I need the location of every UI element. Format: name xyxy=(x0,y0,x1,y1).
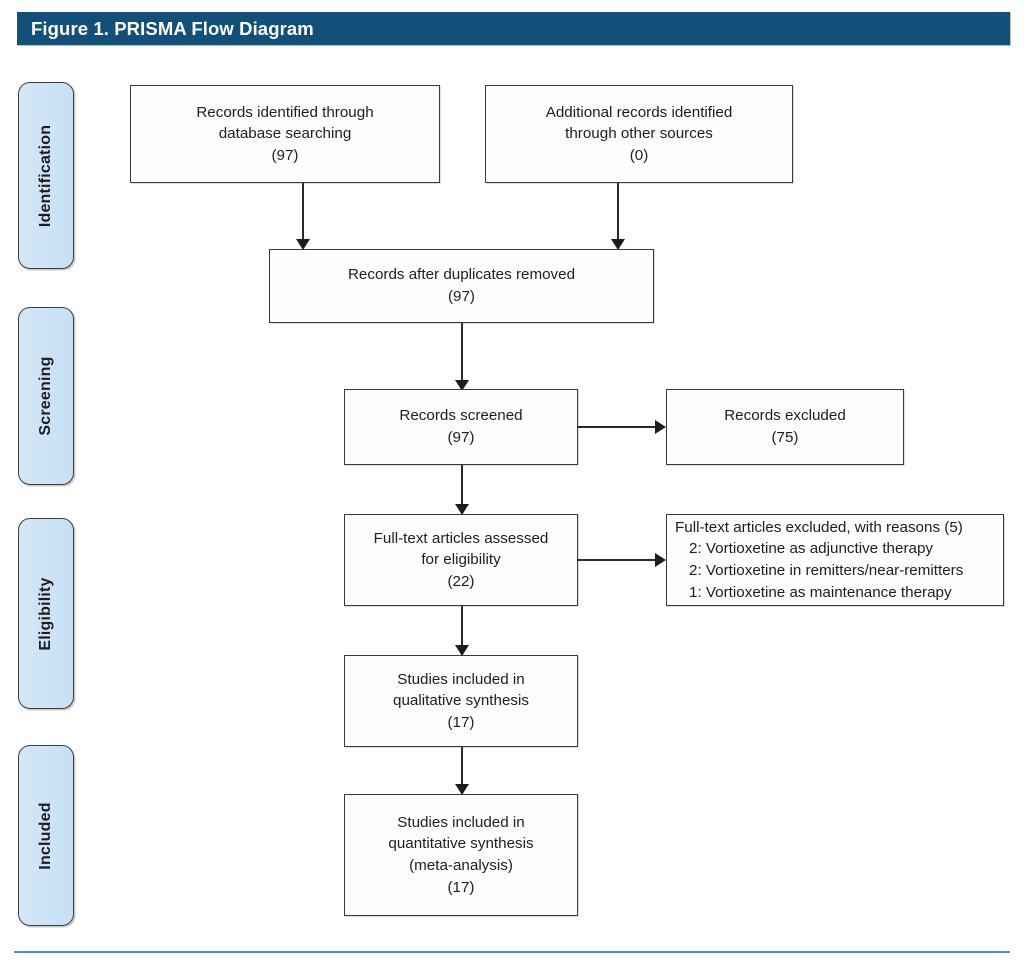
arrowhead-duplicates-to-screened xyxy=(455,380,469,391)
node-records-identified-other: Additional records identified through ot… xyxy=(485,85,793,183)
arrowhead-screened-to-fulltext xyxy=(455,504,469,515)
stage-label-eligibility: Eligibility xyxy=(18,518,74,709)
node-fulltext-assessed-text: Full-text articles assessed for eligibil… xyxy=(373,529,549,590)
arrowhead-qualitative-to-quantitative xyxy=(455,784,469,795)
connector-screened-to-fulltext xyxy=(461,465,463,515)
connector-qualitative-to-quantitative xyxy=(461,747,463,794)
node-quantitative-synthesis: Studies included in quantitative synthes… xyxy=(344,794,578,916)
stage-label-eligibility-text: Eligibility xyxy=(37,576,54,651)
stage-label-identification: Identification xyxy=(18,82,74,269)
stage-label-included-text: Included xyxy=(37,801,54,870)
connector-fulltext-to-excluded xyxy=(578,559,657,561)
page-title: Figure 1. PRISMA Flow Diagram xyxy=(31,17,314,39)
node-records-screened-text: Records screened (97) xyxy=(399,407,523,446)
node-quantitative-synthesis-text: Studies included in quantitative synthes… xyxy=(388,813,534,896)
connector-database-to-duplicates xyxy=(302,183,304,240)
footer-divider xyxy=(14,951,1010,953)
connector-fulltext-to-qualitative xyxy=(461,606,463,656)
node-fulltext-assessed: Full-text articles assessed for eligibil… xyxy=(344,514,578,606)
arrowhead-fulltext-to-qualitative xyxy=(455,645,469,656)
stage-label-identification-text: Identification xyxy=(37,124,54,227)
node-records-excluded: Records excluded (75) xyxy=(666,389,904,465)
connector-other-to-duplicates xyxy=(617,183,619,240)
node-records-screened: Records screened (97) xyxy=(344,389,578,465)
node-records-after-duplicates: Records after duplicates removed (97) xyxy=(269,249,654,323)
connector-screened-to-excluded xyxy=(578,426,657,428)
node-fulltext-excluded: Full-text articles excluded, with reason… xyxy=(666,514,1004,606)
node-records-excluded-text: Records excluded (75) xyxy=(724,407,846,446)
node-records-after-duplicates-text: Records after duplicates removed (97) xyxy=(347,266,576,305)
node-qualitative-synthesis: Studies included in qualitative synthesi… xyxy=(344,655,578,747)
connector-duplicates-to-screened xyxy=(461,323,463,381)
arrowhead-fulltext-to-excluded xyxy=(655,553,666,567)
stage-label-included: Included xyxy=(18,745,74,926)
figure-title-bar: Figure 1. PRISMA Flow Diagram xyxy=(17,12,1010,45)
node-records-identified-database: Records identified through database sear… xyxy=(130,85,440,183)
stage-label-screening: Screening xyxy=(18,307,74,485)
node-qualitative-synthesis-text: Studies included in qualitative synthesi… xyxy=(393,670,529,731)
node-records-identified-other-text: Additional records identified through ot… xyxy=(545,103,733,164)
arrowhead-other-to-duplicates xyxy=(611,239,625,250)
arrowhead-database-to-duplicates xyxy=(296,239,310,250)
stage-label-screening-text: Screening xyxy=(37,356,54,436)
node-records-identified-database-text: Records identified through database sear… xyxy=(196,103,374,164)
node-fulltext-excluded-text: Full-text articles excluded, with reason… xyxy=(675,518,964,601)
arrowhead-screened-to-excluded xyxy=(655,420,666,434)
